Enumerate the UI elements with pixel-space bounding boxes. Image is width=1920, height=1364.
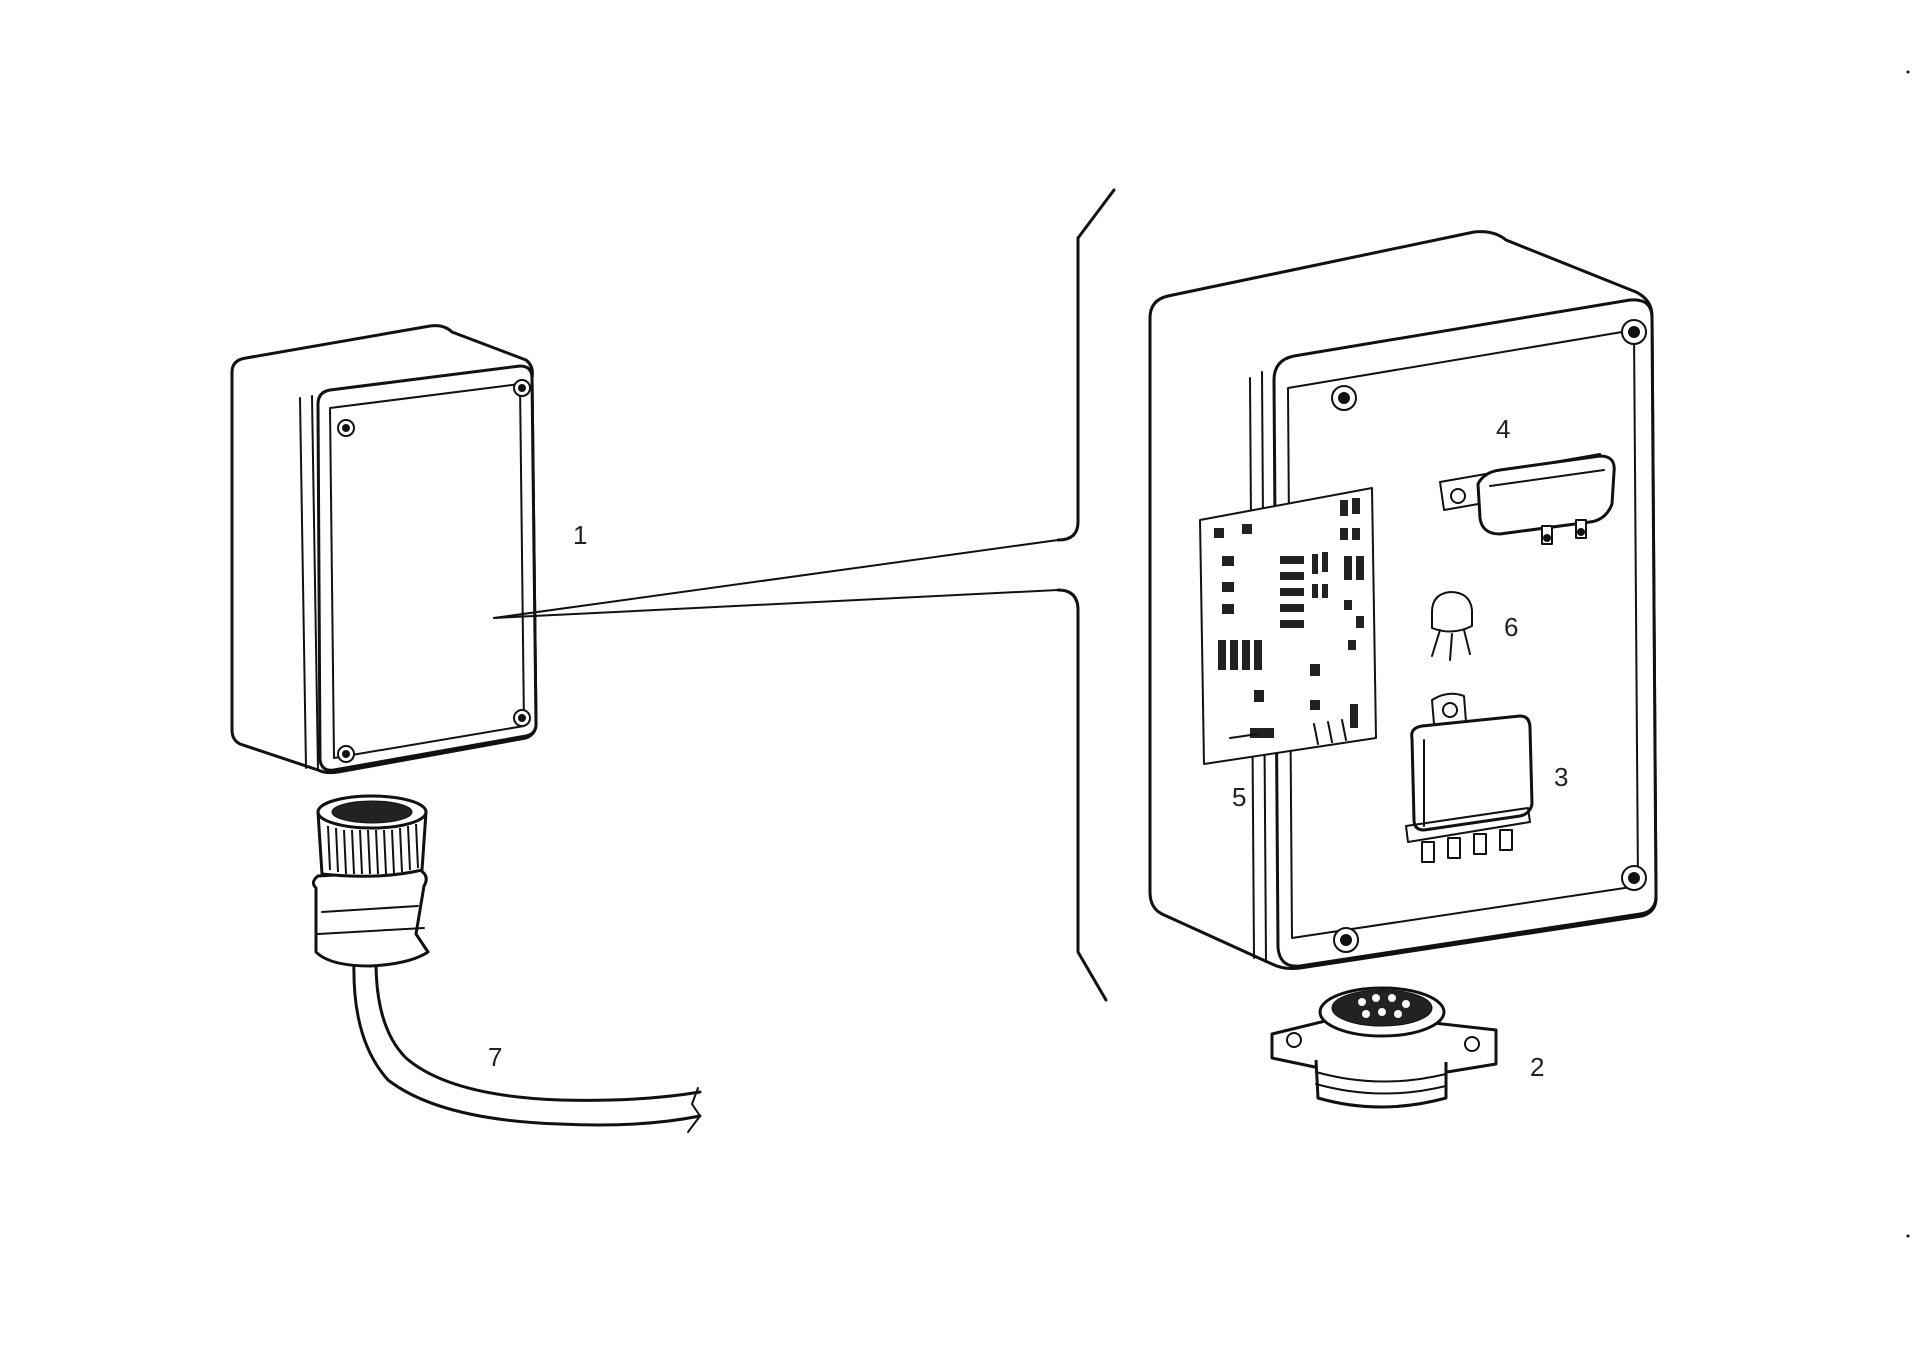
callout-3: 3 [1554, 762, 1568, 792]
connector-pin [1575, 519, 1587, 539]
cable-plug [311, 794, 702, 1133]
cover-screw [337, 745, 355, 763]
callout-5: 5 [1232, 782, 1246, 812]
cover-screw [1621, 319, 1647, 345]
cover-screw [1333, 927, 1359, 953]
cover-screw [337, 419, 355, 437]
connector-pin [1541, 525, 1553, 545]
cover-screw [513, 379, 531, 397]
callout-2: 2 [1530, 1052, 1544, 1082]
cover-screw [1621, 865, 1647, 891]
cover-screw [1331, 385, 1357, 411]
circuit-board [1199, 487, 1377, 765]
callout-4: 4 [1496, 414, 1510, 444]
callout-6: 6 [1504, 612, 1518, 642]
cover-screw [513, 709, 531, 727]
scan-marks [1906, 70, 1910, 1238]
callout-1: 1 [573, 520, 587, 550]
detail-leader-lines [493, 188, 1116, 1002]
callout-7: 7 [488, 1042, 502, 1072]
sub-d-connector [1439, 453, 1616, 545]
flange-socket [1270, 986, 1498, 1109]
callout-labels: 1 2 3 4 5 6 7 [488, 414, 1568, 1082]
enclosure-closed [230, 324, 538, 775]
relay [1405, 692, 1534, 863]
transistor [1431, 591, 1473, 661]
